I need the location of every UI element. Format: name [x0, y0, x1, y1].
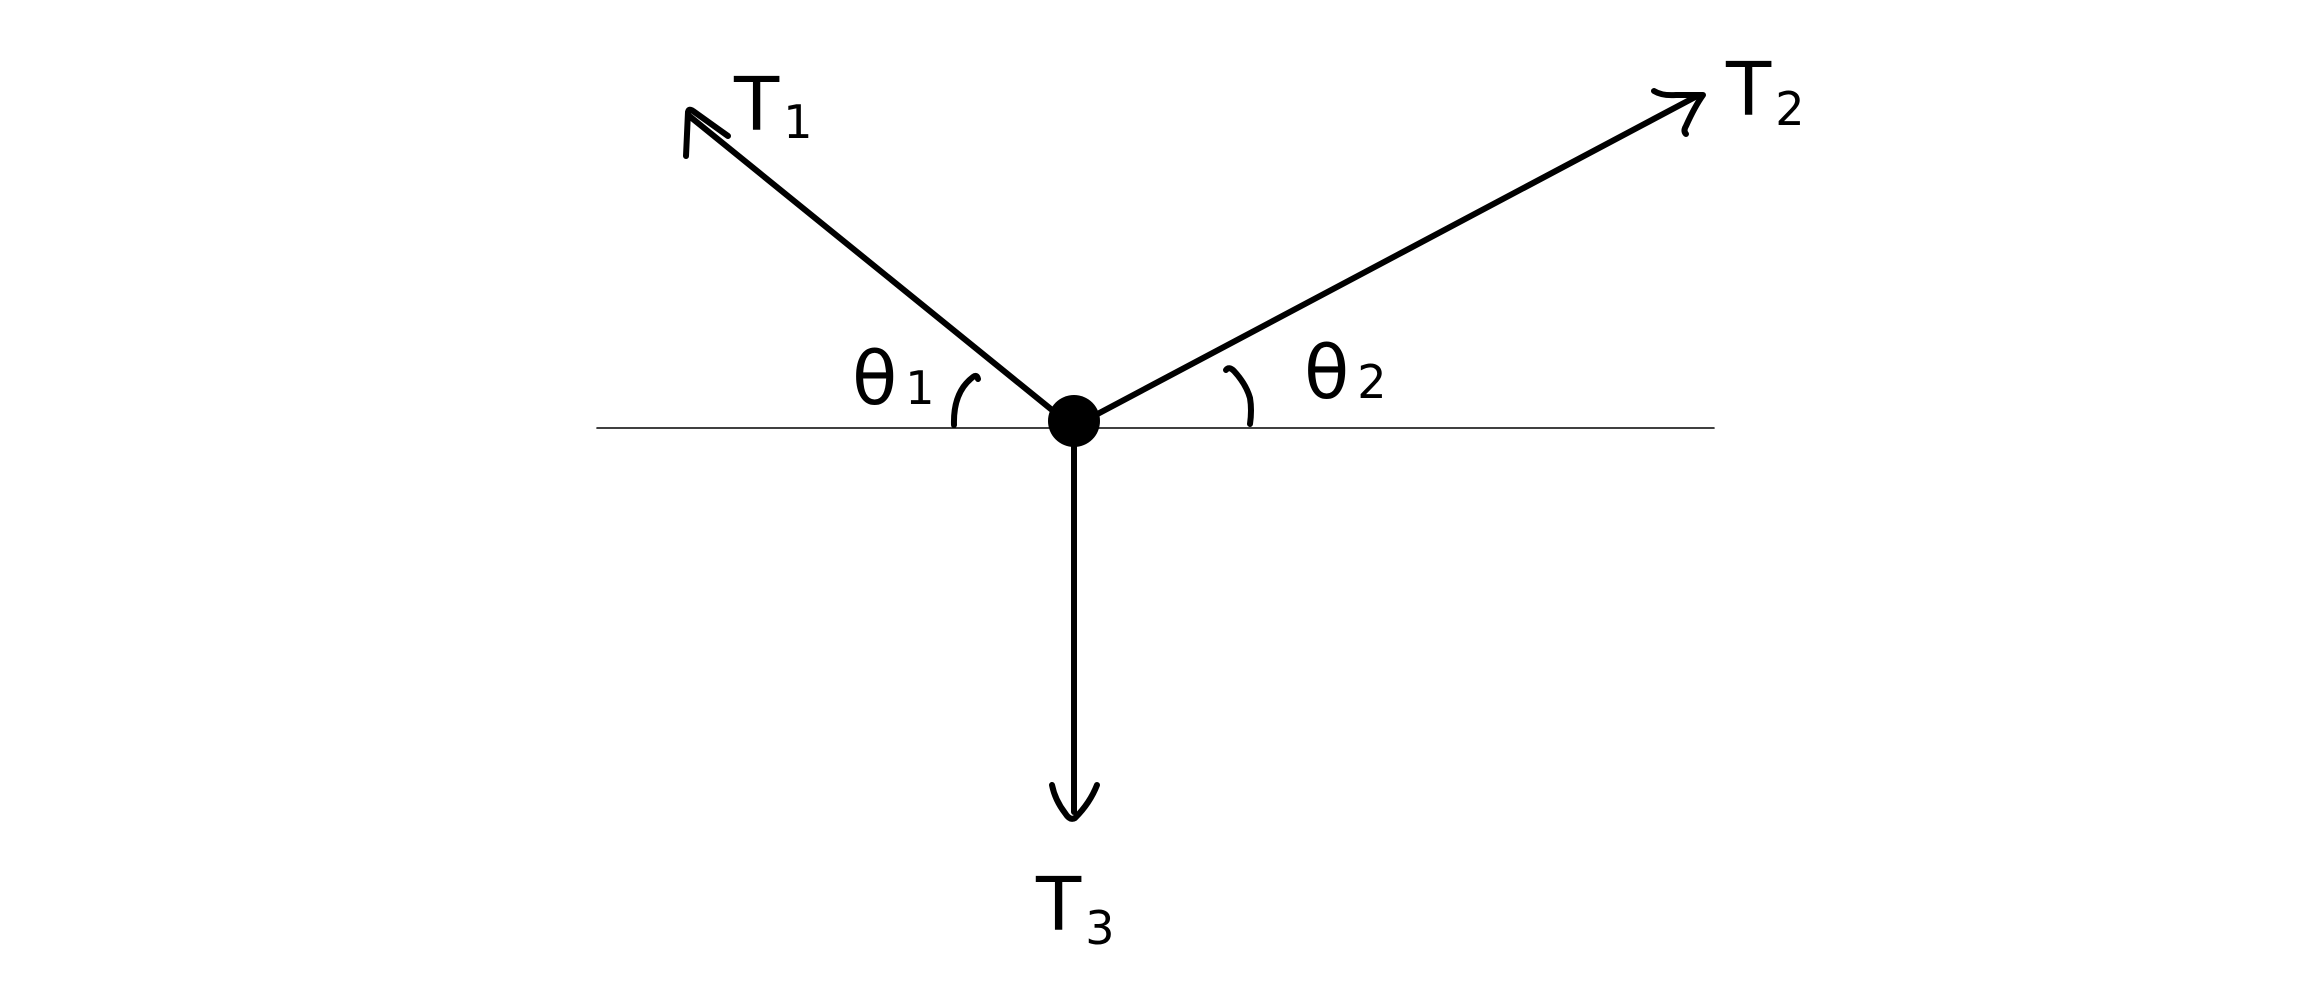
- t1-arrowhead-icon: [683, 106, 731, 159]
- t2-arrowhead-icon: [1651, 88, 1706, 137]
- theta2-angle-arc: [1223, 365, 1254, 427]
- t1-vector-shaft: [685, 112, 1076, 430]
- t2-vector-shaft: [1070, 92, 1702, 430]
- t3-vector: [1049, 427, 1100, 822]
- t1-vector: [683, 106, 1076, 430]
- t2-vector: [1070, 88, 1706, 430]
- joint-node: [1048, 395, 1100, 447]
- t2-label: T2: [1725, 47, 1804, 136]
- theta1-angle-arc: [950, 372, 981, 428]
- t3-label: T3: [1035, 862, 1114, 955]
- t1-label: T1: [733, 62, 812, 149]
- t3-arrowhead-icon: [1049, 782, 1100, 822]
